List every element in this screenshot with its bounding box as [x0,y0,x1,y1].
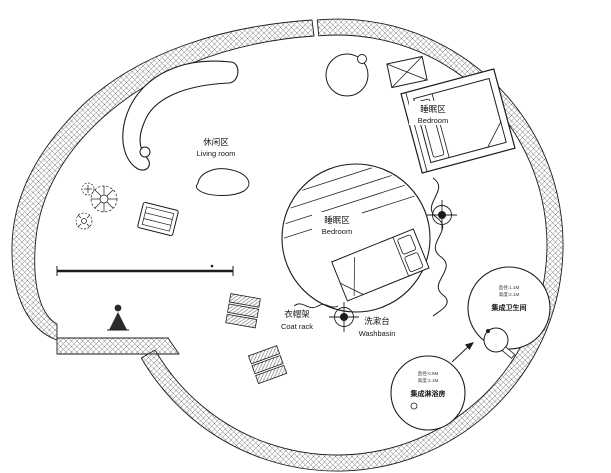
living-room-label-zh: 休闲区 [203,137,229,147]
plant-icon [81,182,95,196]
bedroom-center-label-bg [312,212,362,238]
washbasin-label-zh: 洗漱台 [364,316,390,326]
coat-rack-label-en: Coat rack [281,322,313,331]
bedroom-right-label-bg [409,101,457,125]
corridor-bottom-wall [56,337,180,355]
shower-pod: 直径:0.9M 高度:2.1M 集成淋浴房 [390,355,466,431]
entrance-corridor-wall [56,264,234,276]
washbasin-icon [483,327,516,359]
shower-label: 集成淋浴房 [410,389,446,398]
outer-wall-ring [140,18,564,472]
bathroom-pod: 直径:1.1M 高度:2.1M 集成卫生间 [451,266,551,363]
bedroom-center-label-en: Bedroom [322,227,352,236]
plant-icon [75,212,93,230]
curtain-wave [430,177,448,317]
column-marker [427,200,457,230]
curtain-wave-small [293,303,339,308]
bathroom-spec-1: 直径:1.1M [499,284,520,290]
window-x-box-icon [386,55,428,89]
column-marker [329,302,359,332]
shower-spec-2: 高度:2.1M [418,377,439,384]
rug [137,201,179,237]
shower-spec-1: 直径:0.9M [418,370,439,376]
bedroom-right-label-zh: 睡眠区 [420,104,446,114]
spiral-wall [11,19,315,341]
center-bed [331,228,430,302]
round-table [325,53,369,97]
washbasin-label-en: Washbasin [359,329,396,338]
coat-rack-shelves-upper [225,293,261,329]
sofa [122,60,239,171]
coffee-table [195,168,250,196]
coat-rack-shelves-lower [247,345,288,385]
bedroom-right-label-en: Bedroom [418,116,448,125]
entry-figure-icon [107,304,129,331]
plant-icon [90,185,118,213]
living-room-label-en: Living room [197,149,236,158]
direction-arrow-icon [451,342,474,363]
bathroom-label: 集成卫生间 [491,303,527,312]
side-table [139,146,151,158]
drain-icon [410,402,418,410]
bathroom-spec-2: 高度:2.1M [499,291,520,298]
round-stool [357,54,367,64]
coat-rack-label-zh: 衣帽架 [284,309,310,319]
bedroom-center-label-zh: 睡眠区 [324,215,350,225]
